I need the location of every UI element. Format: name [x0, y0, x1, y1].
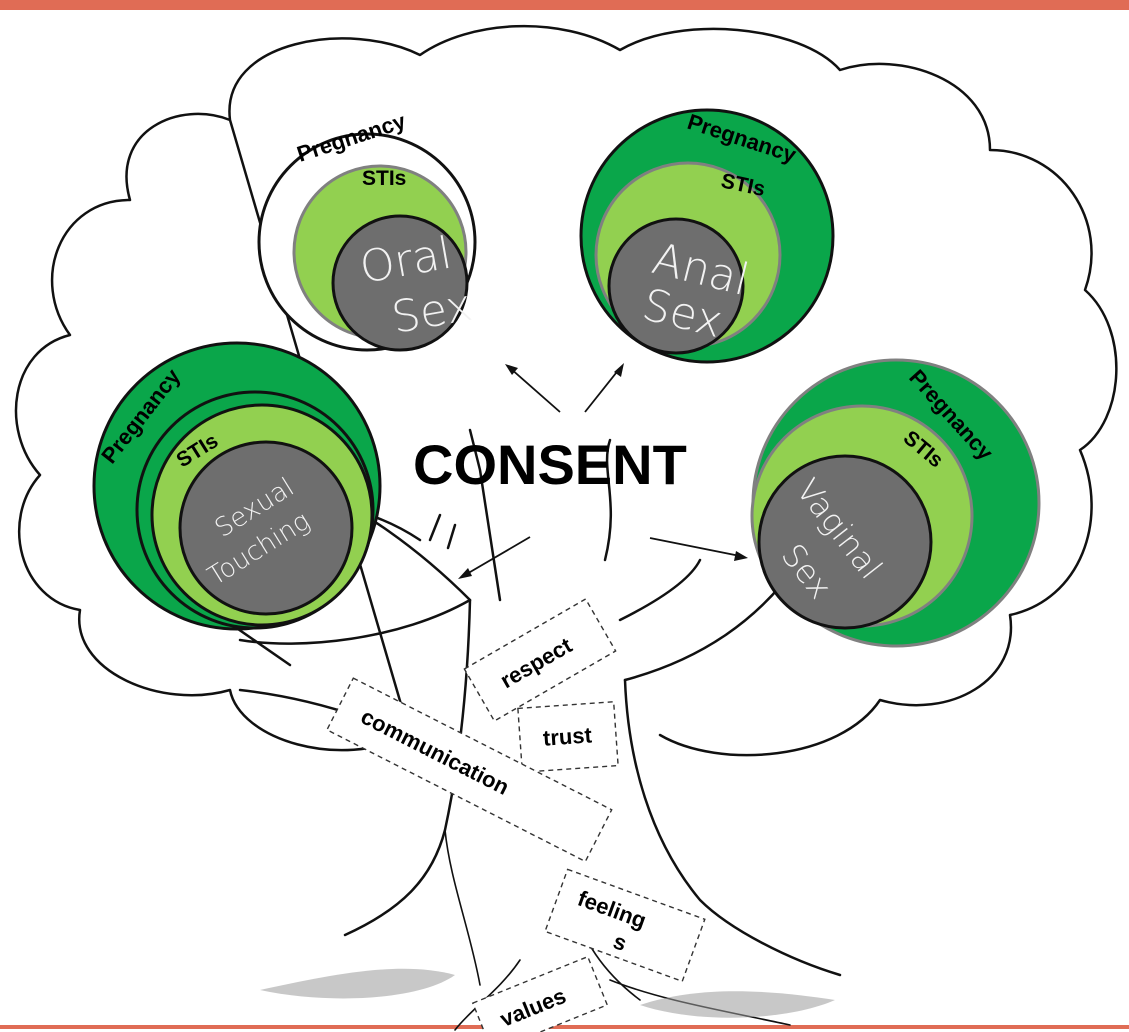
circle-group-oral: Pregnancy STIs Oral Sex — [257, 108, 477, 352]
card-feelings: feeling s — [544, 868, 706, 983]
core-oral — [331, 214, 469, 352]
circle-group-touching: Pregnancy STIs Sexual Touching — [92, 341, 382, 631]
circle-group-vaginal: Pregnancy STIs Vaginal Sex — [750, 358, 1041, 648]
card-communication: communication — [326, 677, 613, 863]
bottom-accent-bar — [0, 1025, 1129, 1029]
root-shadow-left — [260, 968, 455, 999]
core-vaginal — [757, 454, 933, 630]
core-touching — [178, 440, 354, 616]
circle-group-anal: Pregnancy STIs Anal Sex — [579, 108, 835, 364]
root-shadow-right — [640, 991, 835, 1018]
tree-canopy-outline — [14, 24, 1118, 757]
card-label-trust: trust — [542, 722, 593, 750]
card-trust: trust — [517, 700, 619, 774]
tree-roots — [444, 829, 791, 1031]
card-values: values — [471, 955, 609, 1032]
arrow-icon — [649, 537, 748, 561]
arrow-icon — [458, 536, 531, 579]
arrow-icon — [505, 364, 561, 413]
top-accent-bar — [0, 0, 1129, 10]
middle-label-oral: STIs — [362, 167, 406, 190]
consent-label: CONSENT — [413, 433, 687, 496]
arrow-icon — [584, 363, 624, 413]
core-anal — [607, 217, 745, 355]
